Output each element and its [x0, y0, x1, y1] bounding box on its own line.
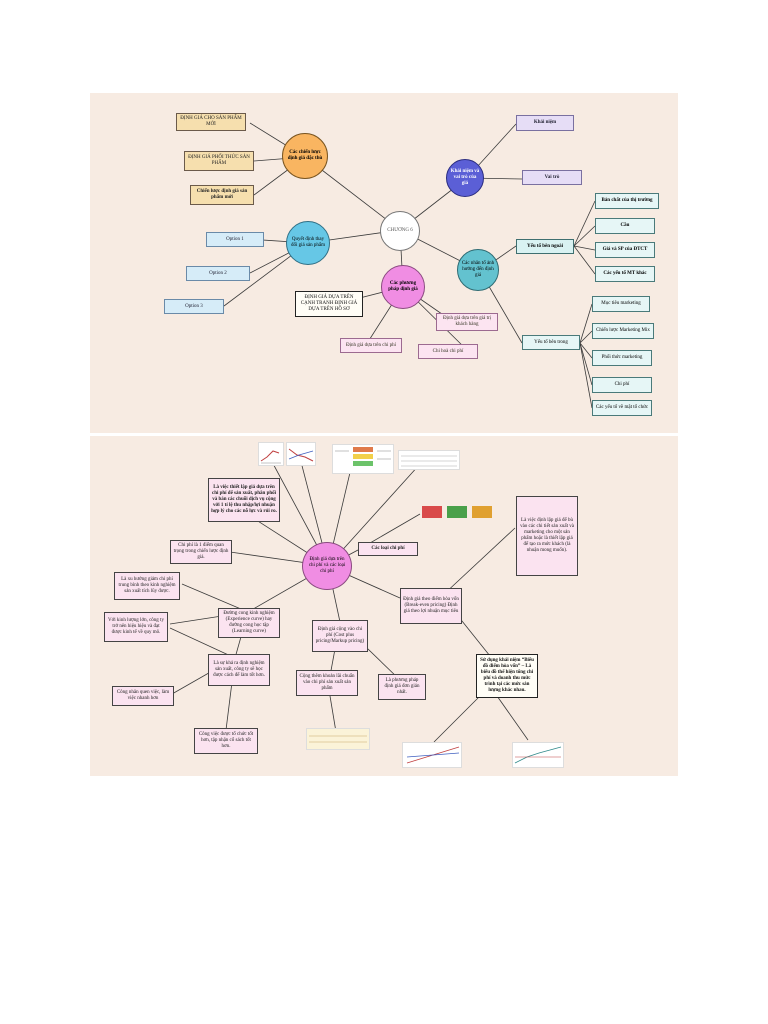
strategy-item: ĐỊNH GIÁ CHO SẢN PHẨM MỚI: [176, 113, 246, 131]
breakeven-node: Định giá theo điểm hòa vốn (Break-even p…: [400, 588, 462, 624]
chart-thumbnail: [402, 742, 462, 768]
chart-thumbnail: [512, 742, 564, 768]
method-item: ĐỊNH GIÁ DỰA TRÊN CẠNH TRANH ĐỊNH GIÁ DỰ…: [295, 291, 363, 317]
left-note: Với kinh lượng lớn, công ty trở nên hiệu…: [104, 612, 168, 642]
strategy-item: Chiến lược định giá sản phẩm mới: [190, 185, 254, 205]
external-item: Bản chất của thị trường: [595, 193, 659, 209]
chart-thumbnail: [258, 442, 284, 466]
definition-note: Là việc thiết lập giá dựa trên chi phí đ…: [208, 478, 280, 522]
simple-note: Là phương pháp định giá đơn giản nhất.: [378, 674, 426, 700]
internal-item: Chi phí: [592, 377, 652, 393]
mindmap-panel-cost-based-pricing: Định giá dựa trên chi phí và các loại ch…: [90, 436, 678, 776]
center-node: Định giá dựa trên chi phí và các loại ch…: [302, 542, 352, 590]
cost-types-node: Các loại chi phí: [358, 542, 418, 556]
external-item: Giá và SP của ĐTCT: [595, 242, 655, 258]
mindmap-panel-chuong-6: CHƯƠNG 6 Các chiến lược định giá đặc thù…: [90, 93, 678, 433]
concept-item: Vai trò: [522, 170, 582, 185]
cost-plus-node: Định giá cộng vào chi phí (Cost plus pri…: [312, 620, 368, 652]
table-thumbnail: [398, 450, 460, 470]
table-thumbnail: [306, 728, 370, 750]
method-item: Định giá dựa trên chi phí: [340, 338, 402, 353]
concept-item: Khái niệm: [516, 115, 574, 131]
internal-node: Yếu tố bên trong: [522, 335, 580, 350]
option-item: Option 3: [164, 299, 224, 314]
breakeven-note: Sử dụng khái niệm “Biểu đồ điểm hòa vốn”…: [476, 654, 538, 698]
concept-node: Khái niệm và vai trò của giá: [446, 159, 484, 197]
adjust-node: Quyết định thay đổi giá sản phẩm: [286, 221, 330, 265]
workers-node: Công nhân quen việc, làm việc nhanh hơn: [112, 686, 174, 706]
option-item: Option 2: [186, 266, 250, 281]
chart-thumbnail: [286, 442, 316, 466]
external-item: Cầu: [595, 218, 655, 234]
internal-item: Các yếu tố về mặt tổ chức: [592, 400, 652, 416]
cost-plus-note: Cộng thêm khoản lãi chuẩn vào chi phí sả…: [296, 670, 358, 696]
external-item: Các yếu tố MT khác: [595, 266, 655, 282]
company-node: Công việc được tổ chức tốt hơn, tập nhận…: [194, 728, 258, 754]
factors-node: Các nhân tố ảnh hưởng đến định giá: [457, 249, 499, 291]
diagram-thumbnail: [422, 502, 492, 522]
external-node: Yếu tố bên ngoài: [516, 239, 574, 254]
table-thumbnail: [332, 444, 394, 474]
internal-item: Chiến lược Marketing Mix: [592, 323, 654, 339]
strategy-item: ĐỊNH GIÁ PHỐI THỨC SẢN PHẨM: [184, 151, 254, 171]
experience-curve-node: Đường cong kinh nghiệm (Experience curve…: [218, 608, 280, 638]
right-note: Là việc định lập giá để bù vào các chi t…: [516, 496, 578, 576]
lesson-node: Là sự khả ra định nghiệm sản xuất, công …: [208, 654, 270, 686]
curve-note: Là xu hướng giảm chi phí trung bình theo…: [114, 572, 180, 600]
method-item: Định giá dựa trên giá trị khách hàng: [436, 313, 498, 331]
option-item: Option 1: [206, 232, 264, 247]
connector-lines: [169, 457, 529, 743]
internal-item: Phối thức marketing: [592, 350, 652, 366]
center-node: CHƯƠNG 6: [380, 211, 420, 251]
connector-lines: [223, 122, 596, 409]
strategy-node: Các chiến lược định giá đặc thù: [282, 133, 328, 179]
methods-node: Các phương pháp định giá: [381, 265, 425, 309]
internal-item: Mục tiêu marketing: [592, 296, 650, 312]
cost-note: Chi phí là 1 điểm quan trọng trong chiến…: [170, 540, 232, 564]
method-item: Chi hoà chi phí: [418, 344, 478, 359]
